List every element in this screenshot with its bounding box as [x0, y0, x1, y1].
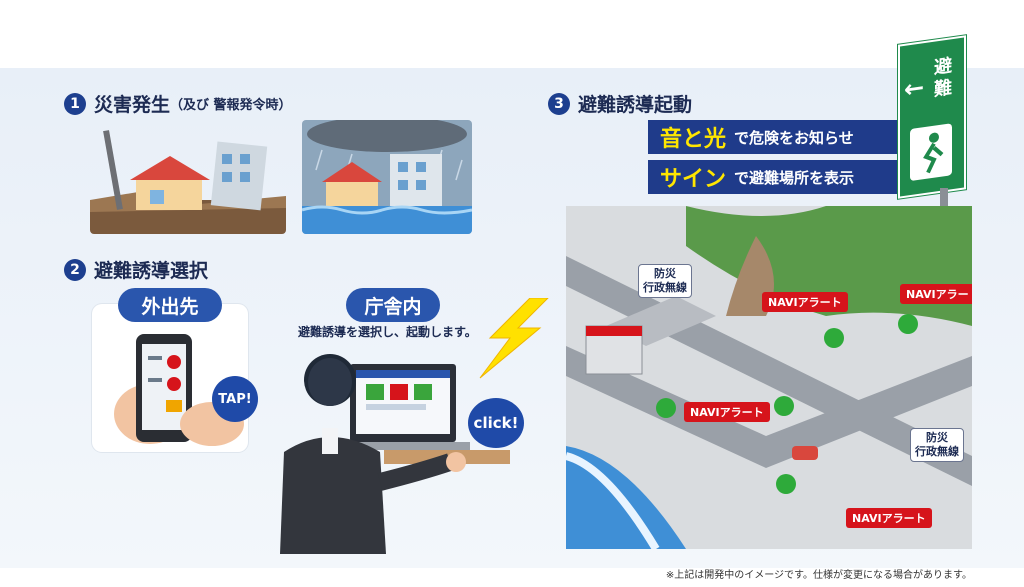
- step2-title: 避難誘導選択: [94, 260, 209, 282]
- earthquake-illustration: [90, 120, 286, 234]
- office-illustration: [270, 342, 540, 554]
- step2-heading: 2 避難誘導選択: [64, 256, 208, 283]
- step1-heading: 1 災害発生 （及び 警報発令時）: [64, 90, 292, 117]
- banner-sound-light: 音と光 で危険をお知らせ: [648, 120, 912, 154]
- sign-text-1: 避: [934, 55, 952, 79]
- bousai-label-1-line2: 行政無線: [643, 281, 687, 294]
- step1-subtitle: （及び 警報発令時）: [170, 98, 292, 113]
- bousai-label-2-line1: 防災: [926, 431, 948, 444]
- flood-illustration: [302, 120, 472, 234]
- bousai-label-2-line2: 行政無線: [915, 445, 959, 458]
- step3-title: 避難誘導起動: [578, 94, 693, 116]
- banner1-highlight: 音と光: [660, 127, 727, 152]
- navi-alert-2: NAVIアラート: [900, 284, 972, 304]
- banner2-text: で避難場所を表示: [734, 168, 855, 187]
- evacuation-sign: ← 避 難: [898, 35, 966, 199]
- banner2-highlight: サイン: [660, 167, 727, 192]
- tap-callout: TAP!: [212, 376, 258, 422]
- navi-alert-1: NAVIアラート: [762, 292, 848, 312]
- navi-alert-4: NAVIアラート: [846, 508, 932, 528]
- banner-sign: サイン で避難場所を表示: [648, 160, 912, 194]
- office-caption: 避難誘導を選択し、起動します。: [298, 325, 477, 339]
- step1-number: 1: [64, 92, 86, 115]
- step2-number: 2: [64, 258, 86, 281]
- sign-text: 避 難: [934, 55, 952, 102]
- click-callout: click!: [468, 398, 524, 448]
- navi-alert-3: NAVIアラート: [684, 402, 770, 422]
- exit-icon: [910, 123, 952, 182]
- banner1-text: で危険をお知らせ: [734, 128, 854, 147]
- town-map: 防災 行政無線 防災 行政無線 NAVIアラート NAVIアラート NAVIアラ…: [566, 206, 972, 549]
- outside-label: 外出先: [118, 288, 222, 322]
- step3-number: 3: [548, 92, 570, 115]
- sign-arrow-icon: ←: [904, 73, 925, 104]
- step3-heading: 3 避難誘導起動: [548, 90, 692, 117]
- bousai-label-1: 防災 行政無線: [638, 264, 692, 298]
- outside-card: TAP!: [92, 304, 258, 452]
- sign-text-2: 難: [934, 77, 952, 101]
- office-label: 庁舎内: [346, 288, 440, 322]
- step1-title: 災害発生: [94, 94, 171, 116]
- footnote: ※上記は開発中のイメージです。仕様が変更になる場合があります。: [665, 570, 972, 581]
- sign-pole: [940, 188, 948, 206]
- bousai-label-1-line1: 防災: [654, 267, 676, 280]
- lightning-icon: [479, 298, 549, 379]
- bousai-label-2: 防災 行政無線: [910, 428, 964, 462]
